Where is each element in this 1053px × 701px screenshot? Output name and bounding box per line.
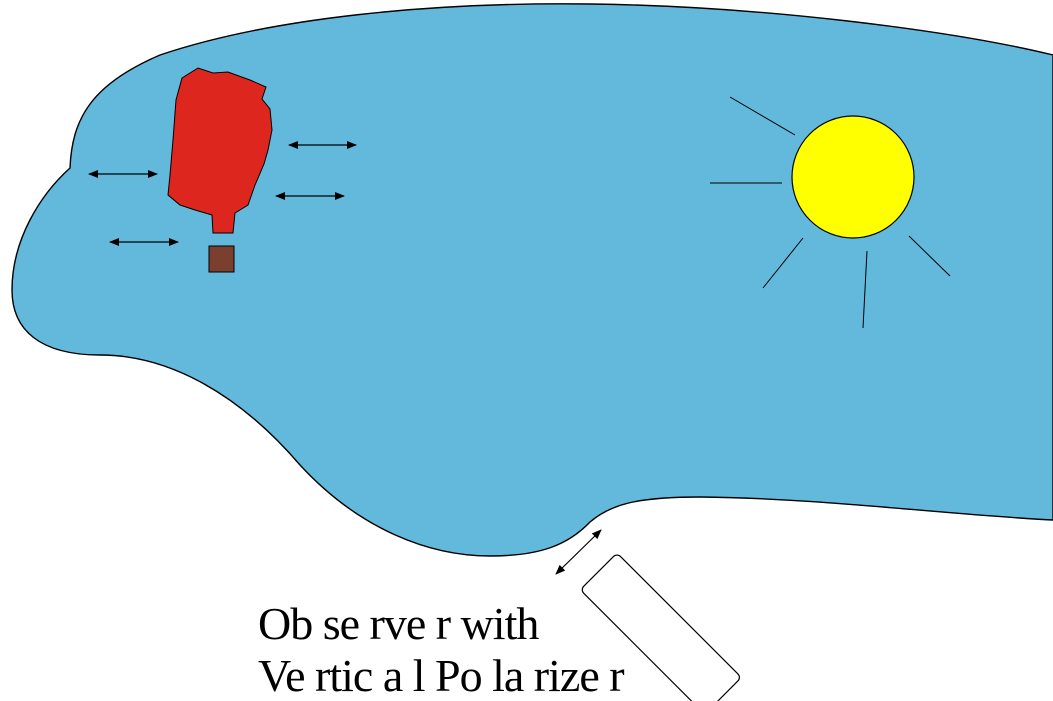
sky-region [12,4,1053,556]
caption-observer: Ob se rve r with [258,601,538,647]
balloon-basket [209,246,234,272]
sun-disc [792,116,914,238]
caption-vertical-polarizer: Ve rtic a l Po la rize r [258,653,624,699]
